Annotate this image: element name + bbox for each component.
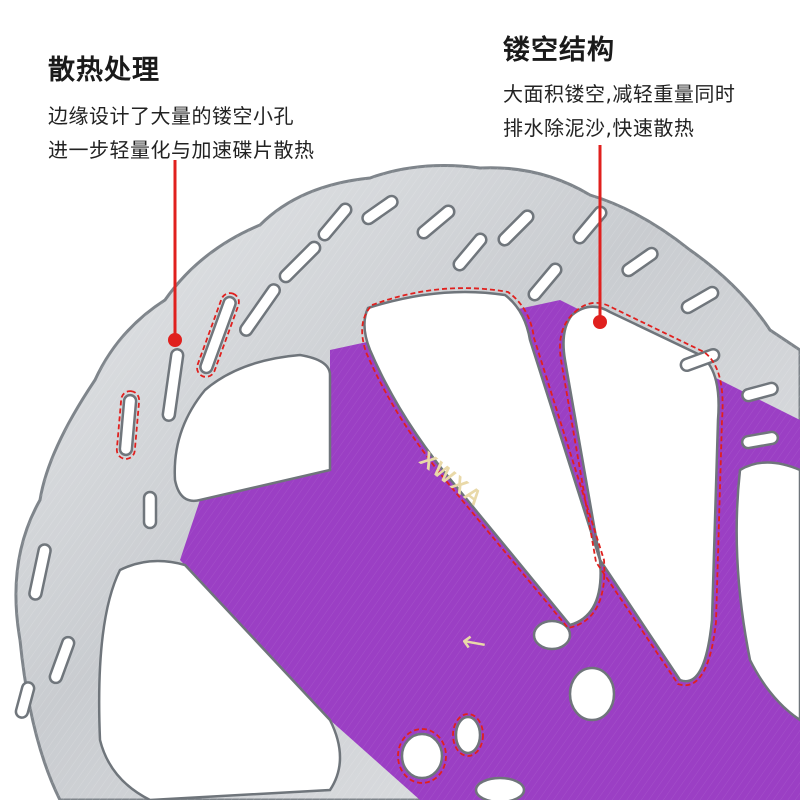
right-callout-title: 镂空结构 <box>503 35 615 66</box>
edge-slots <box>14 194 780 719</box>
left-callout: 散热处理 边缘设计了大量的镂空小孔 进一步轻量化与加速碟片散热 <box>48 48 315 167</box>
right-callout: 镂空结构 大面积镂空,减轻重量同时 排水除泥沙,快速散热 <box>503 28 735 145</box>
large-cutouts <box>97 290 800 804</box>
callout-pointers <box>168 145 607 347</box>
right-callout-line2: 排水除泥沙,快速散热 <box>503 116 695 140</box>
dashed-highlights <box>115 287 724 784</box>
left-callout-title: 散热处理 <box>48 55 160 86</box>
rotation-arrow-icon: ← <box>459 623 490 662</box>
left-callout-line2: 进一步轻量化与加速碟片散热 <box>48 138 315 162</box>
left-callout-line1: 边缘设计了大量的镂空小孔 <box>48 104 294 128</box>
right-callout-line1: 大面积镂空,减轻重量同时 <box>503 82 736 106</box>
